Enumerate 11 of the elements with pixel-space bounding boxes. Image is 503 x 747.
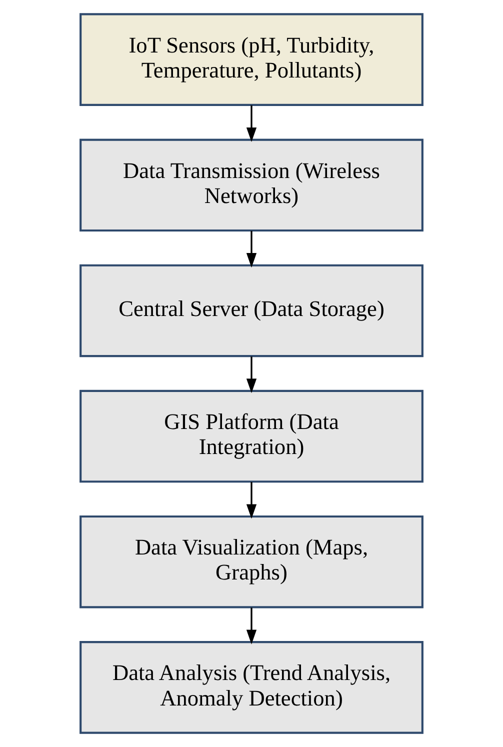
- node-box: GIS Platform (Data Integration): [80, 390, 424, 483]
- arrow: [246, 482, 257, 519]
- node-box: Central Server (Data Storage): [80, 264, 424, 358]
- node-box: Data Transmission (Wireless Networks): [80, 138, 424, 232]
- node-box: Data Analysis (Trend Analysis, Anomaly Detection): [80, 641, 424, 734]
- arrow: [246, 356, 257, 394]
- node-box: IoT Sensors (pH, Turbidity, Temperature, Pollutants): [80, 13, 424, 106]
- node-box: Data Visualization (Maps, Graphs): [80, 515, 424, 608]
- arrow: [246, 230, 257, 268]
- arrow: [246, 608, 257, 644]
- arrow: [246, 105, 257, 142]
